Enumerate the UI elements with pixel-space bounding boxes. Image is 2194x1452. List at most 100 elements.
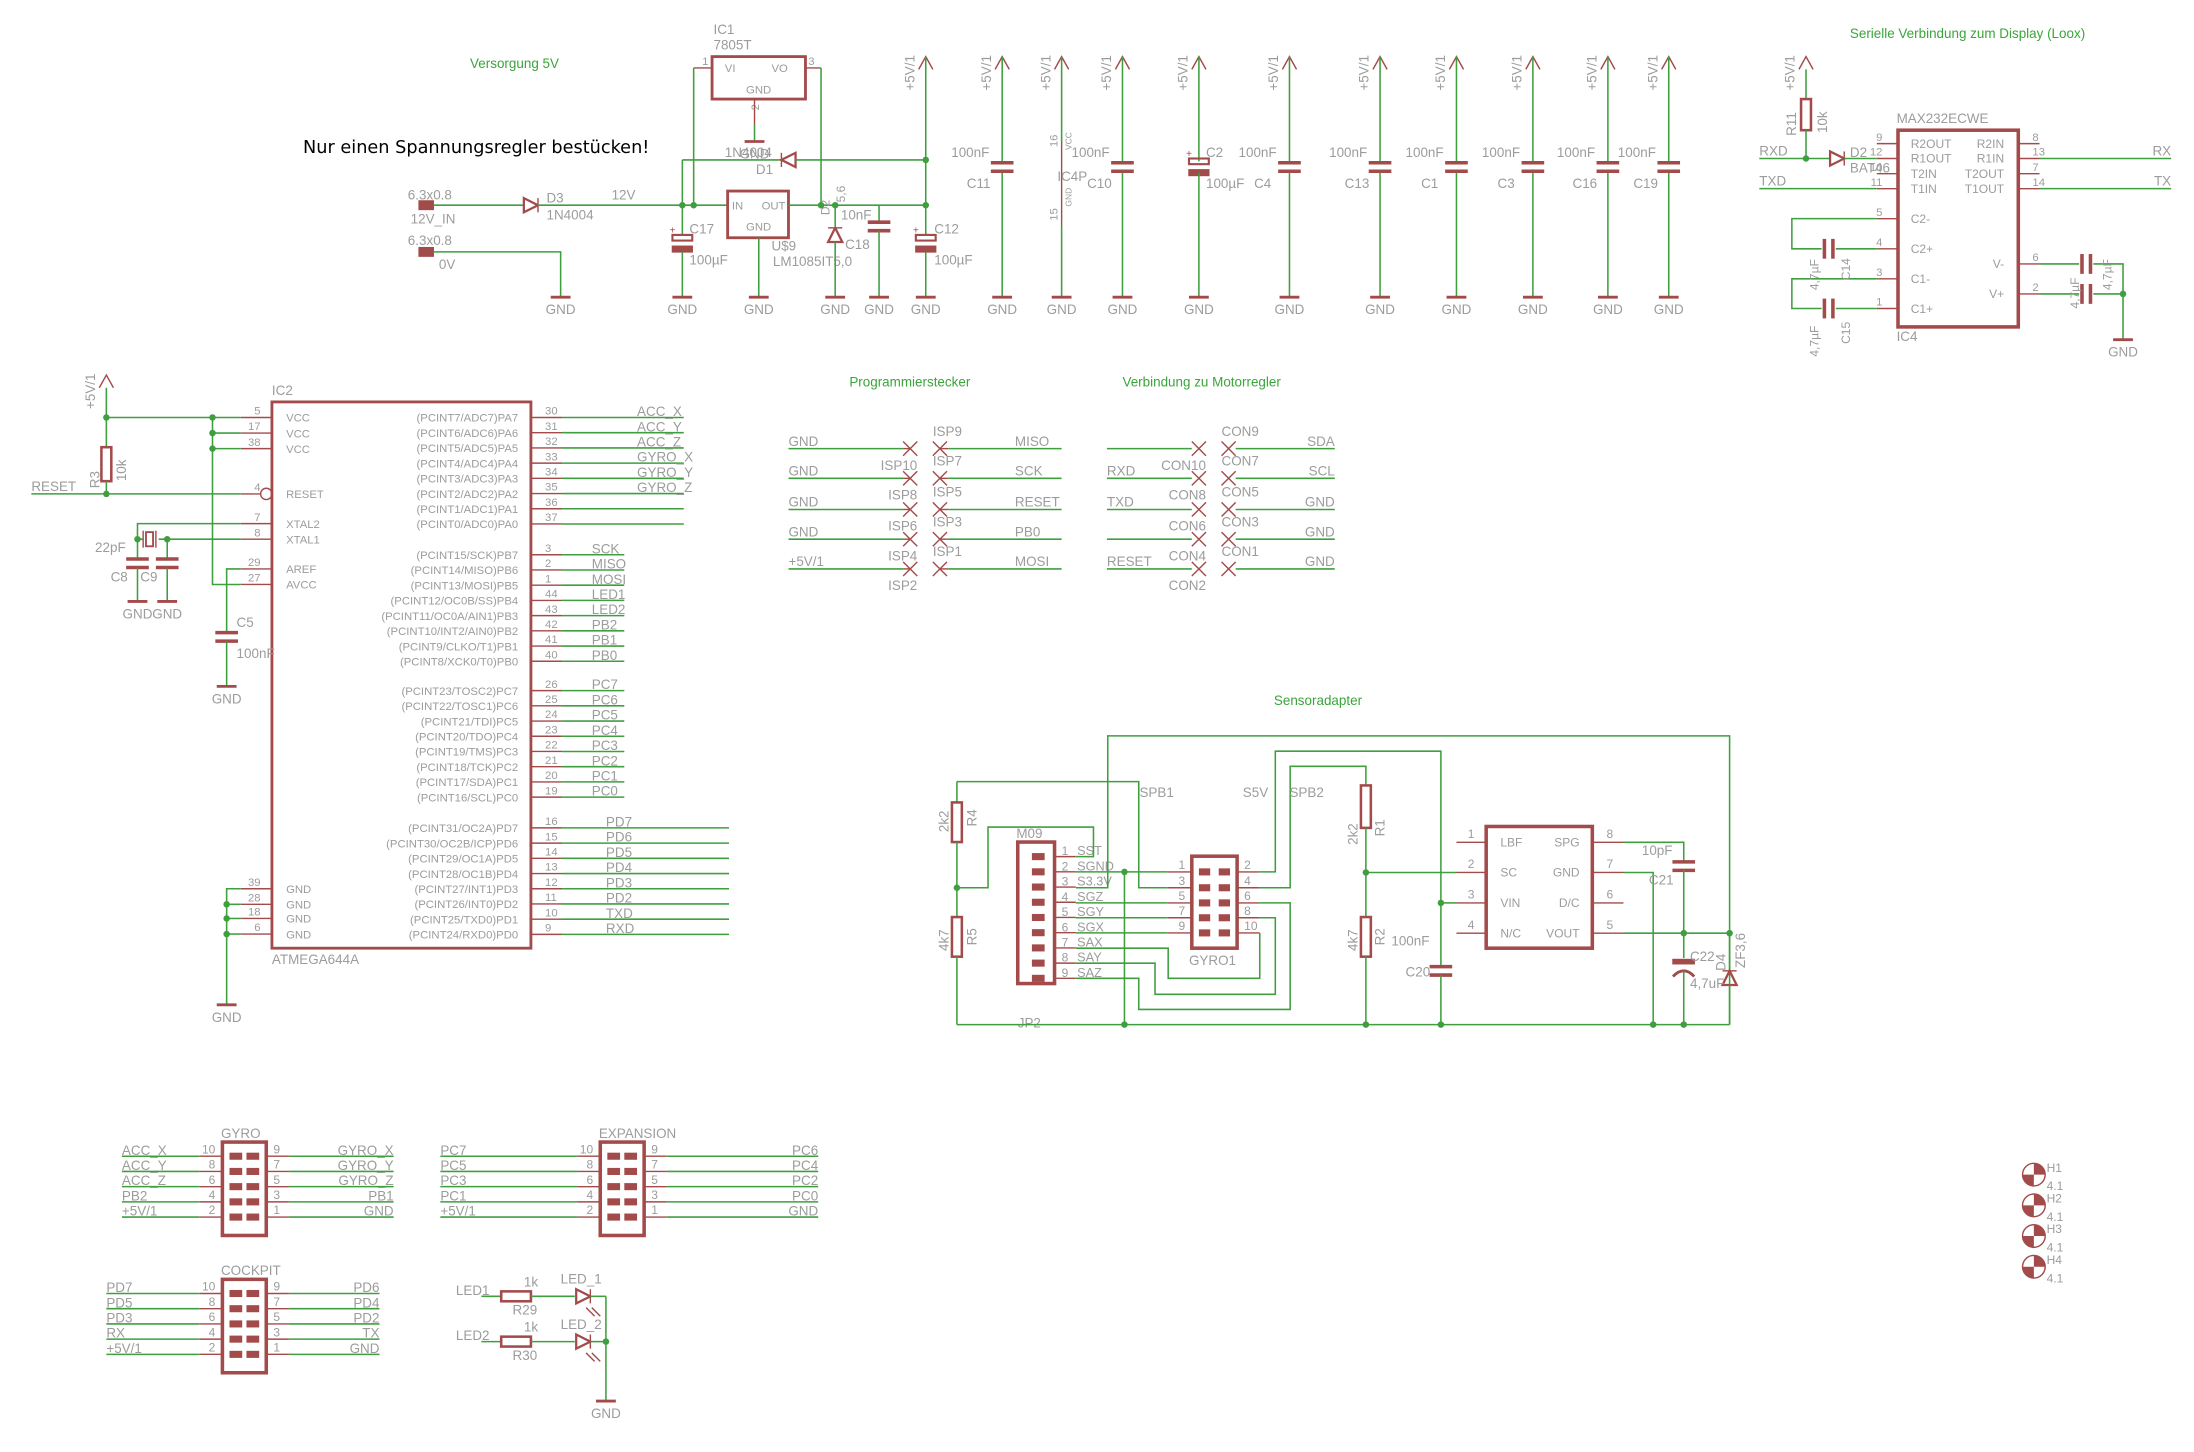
label: S5V [1243, 785, 1268, 800]
pin-pad [246, 1305, 260, 1313]
label: PB1 [368, 1188, 393, 1203]
mounting-hole-fill [2022, 1255, 2046, 1279]
label: R30 [513, 1348, 538, 1363]
label: 44 [545, 589, 558, 601]
label: 1 [273, 1203, 280, 1217]
label: 14 [2032, 177, 2045, 189]
label: 3 [1468, 888, 1475, 902]
label: VOUT [1546, 926, 1580, 940]
pin-pad [1031, 883, 1045, 891]
label: 18 [248, 907, 261, 919]
label: 5 [651, 1173, 658, 1187]
header-body [220, 1140, 269, 1238]
label: 26 [545, 679, 558, 691]
light-arrow-icon [585, 1352, 596, 1362]
label: (PCINT9/CLKO/T1)PB1 [399, 641, 518, 653]
label: BAT46 [1850, 161, 1890, 176]
wire [1075, 916, 1277, 996]
gnd-label: GND [740, 147, 770, 162]
label: 33 [545, 451, 558, 463]
label: 5 [1606, 918, 1613, 932]
pin-pad [246, 1320, 260, 1328]
label: 4 [586, 1188, 593, 1202]
label: C16 [1573, 176, 1598, 191]
capacitor-plate [914, 233, 937, 242]
junction-dot [2119, 290, 2127, 298]
pin-pad [246, 1289, 260, 1298]
label: (PCINT20/TDO)PC4 [415, 732, 518, 744]
label: 8 [586, 1158, 593, 1172]
label: 21 [545, 755, 558, 767]
gnd-label: GND [123, 606, 153, 621]
supply-label: +5V/1 [1176, 55, 1191, 91]
no-connect-x-icon [902, 531, 918, 547]
label: H3 [2047, 1222, 2063, 1236]
label: (PCINT0/ADC0)PA0 [417, 519, 519, 531]
net-12v-label: 12V [612, 188, 636, 203]
label: VCC [286, 444, 310, 456]
label: GYRO1 [1189, 953, 1236, 968]
wire [211, 417, 241, 586]
label: GND [1305, 495, 1335, 510]
label: 2 [2032, 282, 2038, 294]
resistor-body [1359, 915, 1373, 958]
supply-label: +5V/1 [1357, 55, 1372, 91]
label: 2 [1062, 859, 1069, 873]
gnd-label: GND [667, 302, 697, 317]
label: C15 [1839, 322, 1853, 344]
pin-pad [607, 1183, 621, 1191]
sensor-chip-body [1484, 824, 1595, 950]
label: 6 [209, 1173, 216, 1187]
label: SAX [1077, 934, 1103, 949]
label: 25 [545, 694, 558, 706]
pin-pad [624, 1198, 638, 1206]
label: 6 [586, 1173, 593, 1187]
label: 4 [1244, 874, 1251, 888]
label: 4 [1468, 918, 1475, 932]
label: 6.3x0.8 [408, 233, 452, 248]
label: RX [106, 1326, 125, 1341]
junction-dot [817, 201, 825, 209]
gnd-label: GND [1184, 302, 1214, 317]
label: 40 [545, 649, 558, 661]
pin-pad [229, 1198, 243, 1206]
label: VIN [1500, 896, 1520, 910]
capacitor-plate [1187, 157, 1210, 166]
wire [956, 826, 1095, 889]
label: OUT [762, 200, 786, 212]
junction-dot [103, 490, 110, 498]
label: H2 [2047, 1191, 2063, 1205]
label: C11 [967, 176, 991, 191]
junction-dot [1437, 1021, 1445, 1028]
pad-0v [418, 246, 434, 257]
gnd-label: GND [2108, 345, 2138, 360]
label: (PCINT28/OC1B)PD4 [408, 869, 518, 881]
no-connect-x-icon [1191, 531, 1207, 547]
gnd-label: GND [212, 691, 242, 706]
pin-pad [229, 1335, 243, 1343]
light-arrow-icon [591, 1352, 601, 1362]
label: 8 [1062, 951, 1069, 965]
label: PC3 [440, 1173, 466, 1188]
label: 1 [702, 56, 708, 68]
pin-pad [229, 1350, 243, 1358]
wire [1075, 735, 1731, 1025]
supply-label: +5V/1 [1645, 55, 1660, 91]
gnd-label: GND [1442, 302, 1472, 317]
label: C5 [237, 615, 254, 630]
label: VO [772, 63, 789, 75]
junction-dot [690, 201, 697, 209]
label: AREF [286, 564, 316, 576]
label: SPB2 [1289, 785, 1323, 800]
label: MAX232ECWE [1897, 111, 1989, 126]
light-arrow-icon [591, 1307, 601, 1317]
label: R29 [513, 1303, 538, 1318]
label: 3 [273, 1325, 280, 1339]
label: 12V_IN [411, 212, 456, 227]
net-label: PB0 [592, 648, 617, 663]
label: ISP9 [933, 424, 962, 439]
resistor-body [1799, 97, 1813, 132]
label: PD2 [353, 1311, 379, 1326]
label: S3.3V [1077, 874, 1112, 889]
